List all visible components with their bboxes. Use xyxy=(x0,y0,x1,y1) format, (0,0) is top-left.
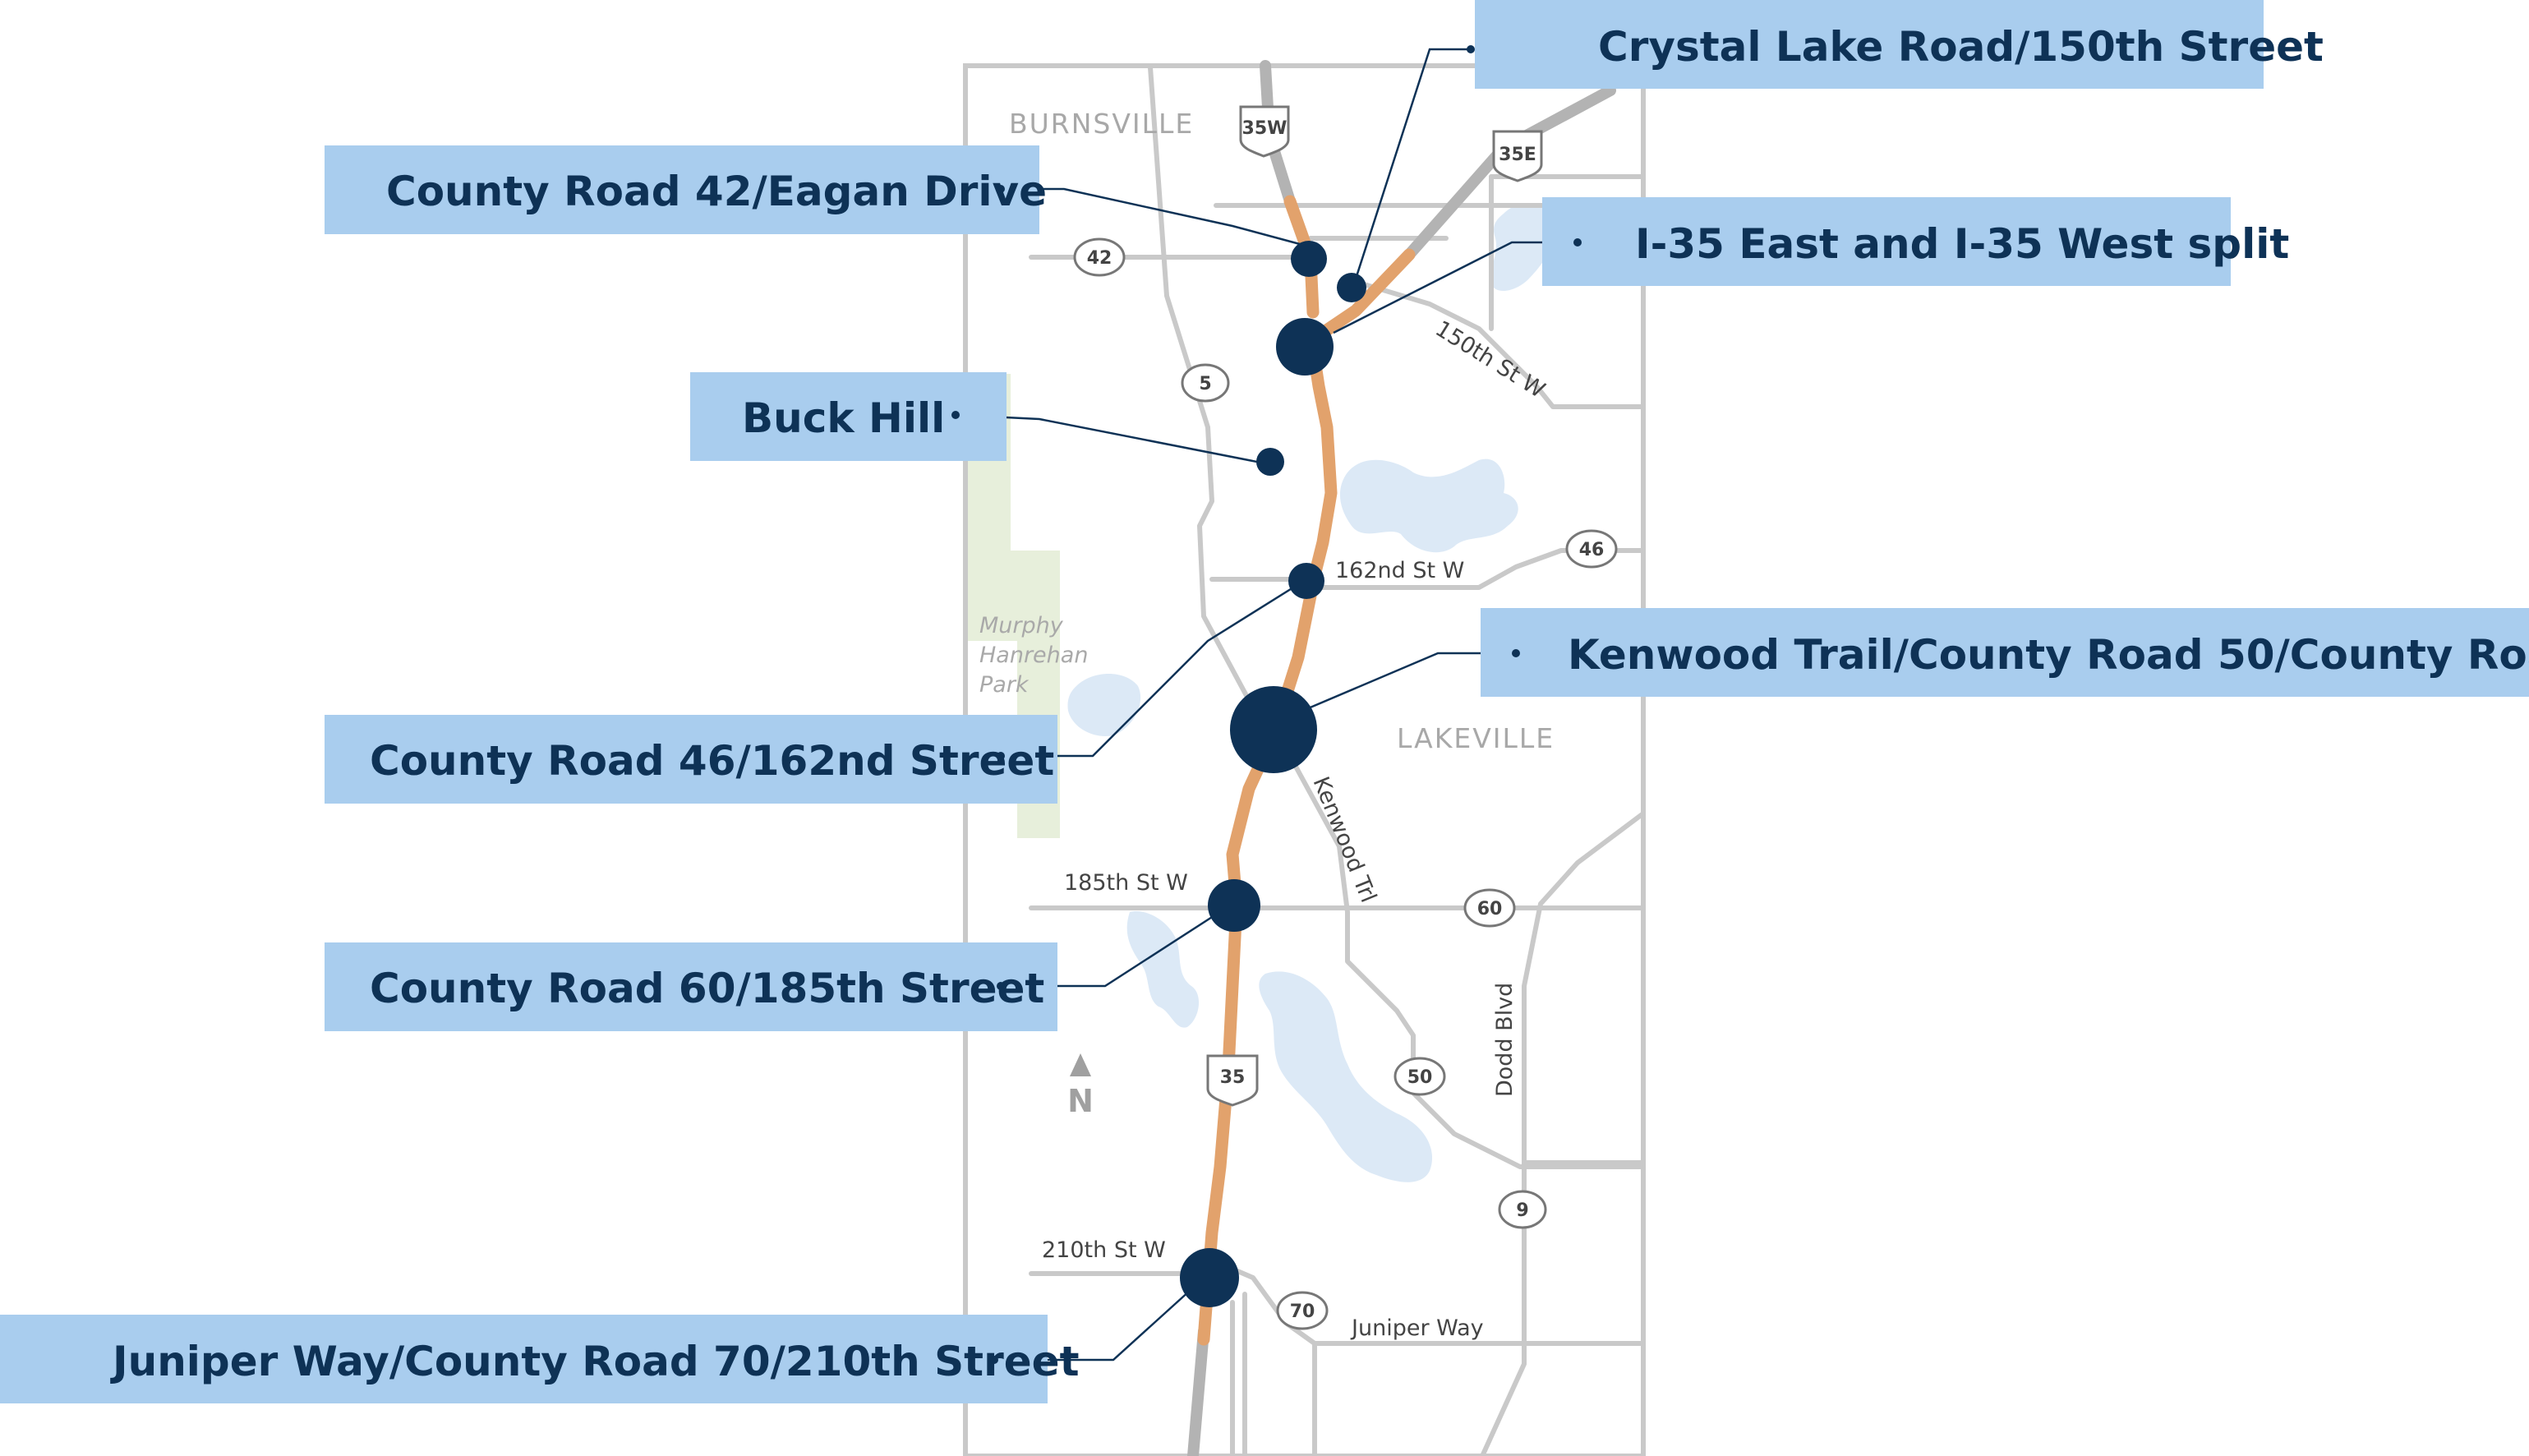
park-label-line2: Hanrehan xyxy=(979,643,1088,668)
marker-split[interactable] xyxy=(1276,318,1334,376)
route-shields: 35W 35E 35 42 5 46 60 50 xyxy=(1073,105,1618,1330)
marker-juniper[interactable] xyxy=(1180,1248,1239,1307)
svg-text:N: N xyxy=(1067,1083,1094,1119)
water-bodies xyxy=(1067,203,1555,1182)
shield-9: 9 xyxy=(1498,1190,1547,1229)
marker-buck-hill[interactable] xyxy=(1256,448,1284,476)
callout-crystal-lake[interactable]: Crystal Lake Road/150th Street xyxy=(1475,0,2324,89)
north-arrow: N xyxy=(1067,1053,1094,1119)
svg-text:County Road 42/Eagan Drive: County Road 42/Eagan Drive xyxy=(386,168,1047,215)
callout-juniper[interactable]: Juniper Way/County Road 70/210th Street xyxy=(0,1315,1079,1403)
road-label-juniper: Juniper Way xyxy=(1350,1315,1484,1341)
marker-cr60[interactable] xyxy=(1208,879,1260,932)
park-label-line1: Murphy xyxy=(979,613,1064,638)
svg-text:35E: 35E xyxy=(1499,145,1536,165)
shield-35: 35 xyxy=(1206,1054,1259,1107)
callout-dots xyxy=(951,185,1582,1364)
callout-cr42[interactable]: County Road 42/Eagan Drive xyxy=(325,145,1047,234)
marker-crystal-lake[interactable] xyxy=(1337,273,1366,302)
callout-kenwood[interactable]: Kenwood Trail/County Road 50/County Road… xyxy=(1481,608,2529,697)
svg-text:46: 46 xyxy=(1579,540,1605,560)
svg-text:60: 60 xyxy=(1477,899,1503,919)
marker-kenwood[interactable] xyxy=(1230,686,1317,773)
shield-42: 42 xyxy=(1073,237,1126,277)
svg-text:5: 5 xyxy=(1199,374,1211,394)
shield-35e: 35E xyxy=(1492,130,1543,182)
svg-text:70: 70 xyxy=(1290,1302,1315,1322)
svg-text:35W: 35W xyxy=(1242,118,1288,139)
park-label-line3: Park xyxy=(979,672,1030,698)
svg-text:Crystal Lake Road/150th Street: Crystal Lake Road/150th Street xyxy=(1598,23,2324,71)
svg-text:County Road 60/185th Street: County Road 60/185th Street xyxy=(370,965,1044,1012)
svg-text:Kenwood Trail/County Road 50/C: Kenwood Trail/County Road 50/County Road… xyxy=(1568,631,2529,679)
shield-70: 70 xyxy=(1276,1291,1329,1330)
svg-text:Buck Hill: Buck Hill xyxy=(742,394,945,442)
marker-cr46[interactable] xyxy=(1288,563,1324,599)
callout-cr46[interactable]: County Road 46/162nd Street xyxy=(325,715,1057,804)
road-label-185th: 185th St W xyxy=(1064,870,1188,896)
road-label-dodd: Dodd Blvd xyxy=(1492,983,1518,1097)
shield-50: 50 xyxy=(1393,1057,1446,1096)
shield-60: 60 xyxy=(1463,888,1516,928)
svg-text:County Road 46/162nd Street: County Road 46/162nd Street xyxy=(370,737,1054,785)
callout-cr60[interactable]: County Road 60/185th Street xyxy=(325,942,1057,1031)
shield-35w: 35W xyxy=(1239,105,1290,158)
city-label-burnsville: BURNSVILLE xyxy=(1009,108,1194,140)
shield-46: 46 xyxy=(1565,529,1618,569)
marker-cr42[interactable] xyxy=(1291,241,1327,277)
callout-split[interactable]: I-35 East and I-35 West split xyxy=(1542,197,2289,286)
north-arrow-icon xyxy=(1070,1053,1091,1076)
city-label-lakeville: LAKEVILLE xyxy=(1397,722,1555,754)
svg-text:9: 9 xyxy=(1516,1200,1528,1221)
project-markers xyxy=(1180,241,1366,1307)
road-label-210th: 210th St W xyxy=(1042,1237,1166,1263)
svg-text:35: 35 xyxy=(1220,1067,1246,1088)
road-label-162nd: 162nd St W xyxy=(1335,558,1464,583)
svg-text:Juniper Way/County Road 70/210: Juniper Way/County Road 70/210th Street xyxy=(110,1338,1079,1385)
svg-text:42: 42 xyxy=(1087,248,1112,269)
svg-text:50: 50 xyxy=(1407,1067,1433,1088)
shield-5: 5 xyxy=(1181,363,1230,403)
svg-text:I-35 East and I-35 West split: I-35 East and I-35 West split xyxy=(1635,220,2289,268)
